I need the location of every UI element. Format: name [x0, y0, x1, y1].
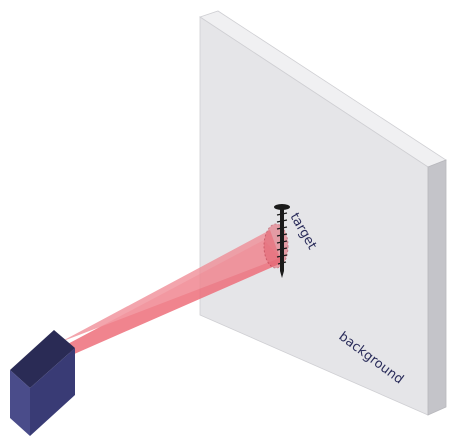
sensor-top — [10, 330, 75, 388]
screw-target-icon — [274, 204, 290, 278]
target-spot — [263, 223, 289, 269]
sensor-side — [30, 348, 75, 436]
background-wall-side — [427, 159, 447, 416]
sensor-box-icon — [10, 330, 75, 436]
beam-upper — [58, 230, 280, 343]
background-wall — [199, 10, 447, 416]
sensor-front — [10, 370, 30, 436]
light-beams — [58, 230, 284, 355]
